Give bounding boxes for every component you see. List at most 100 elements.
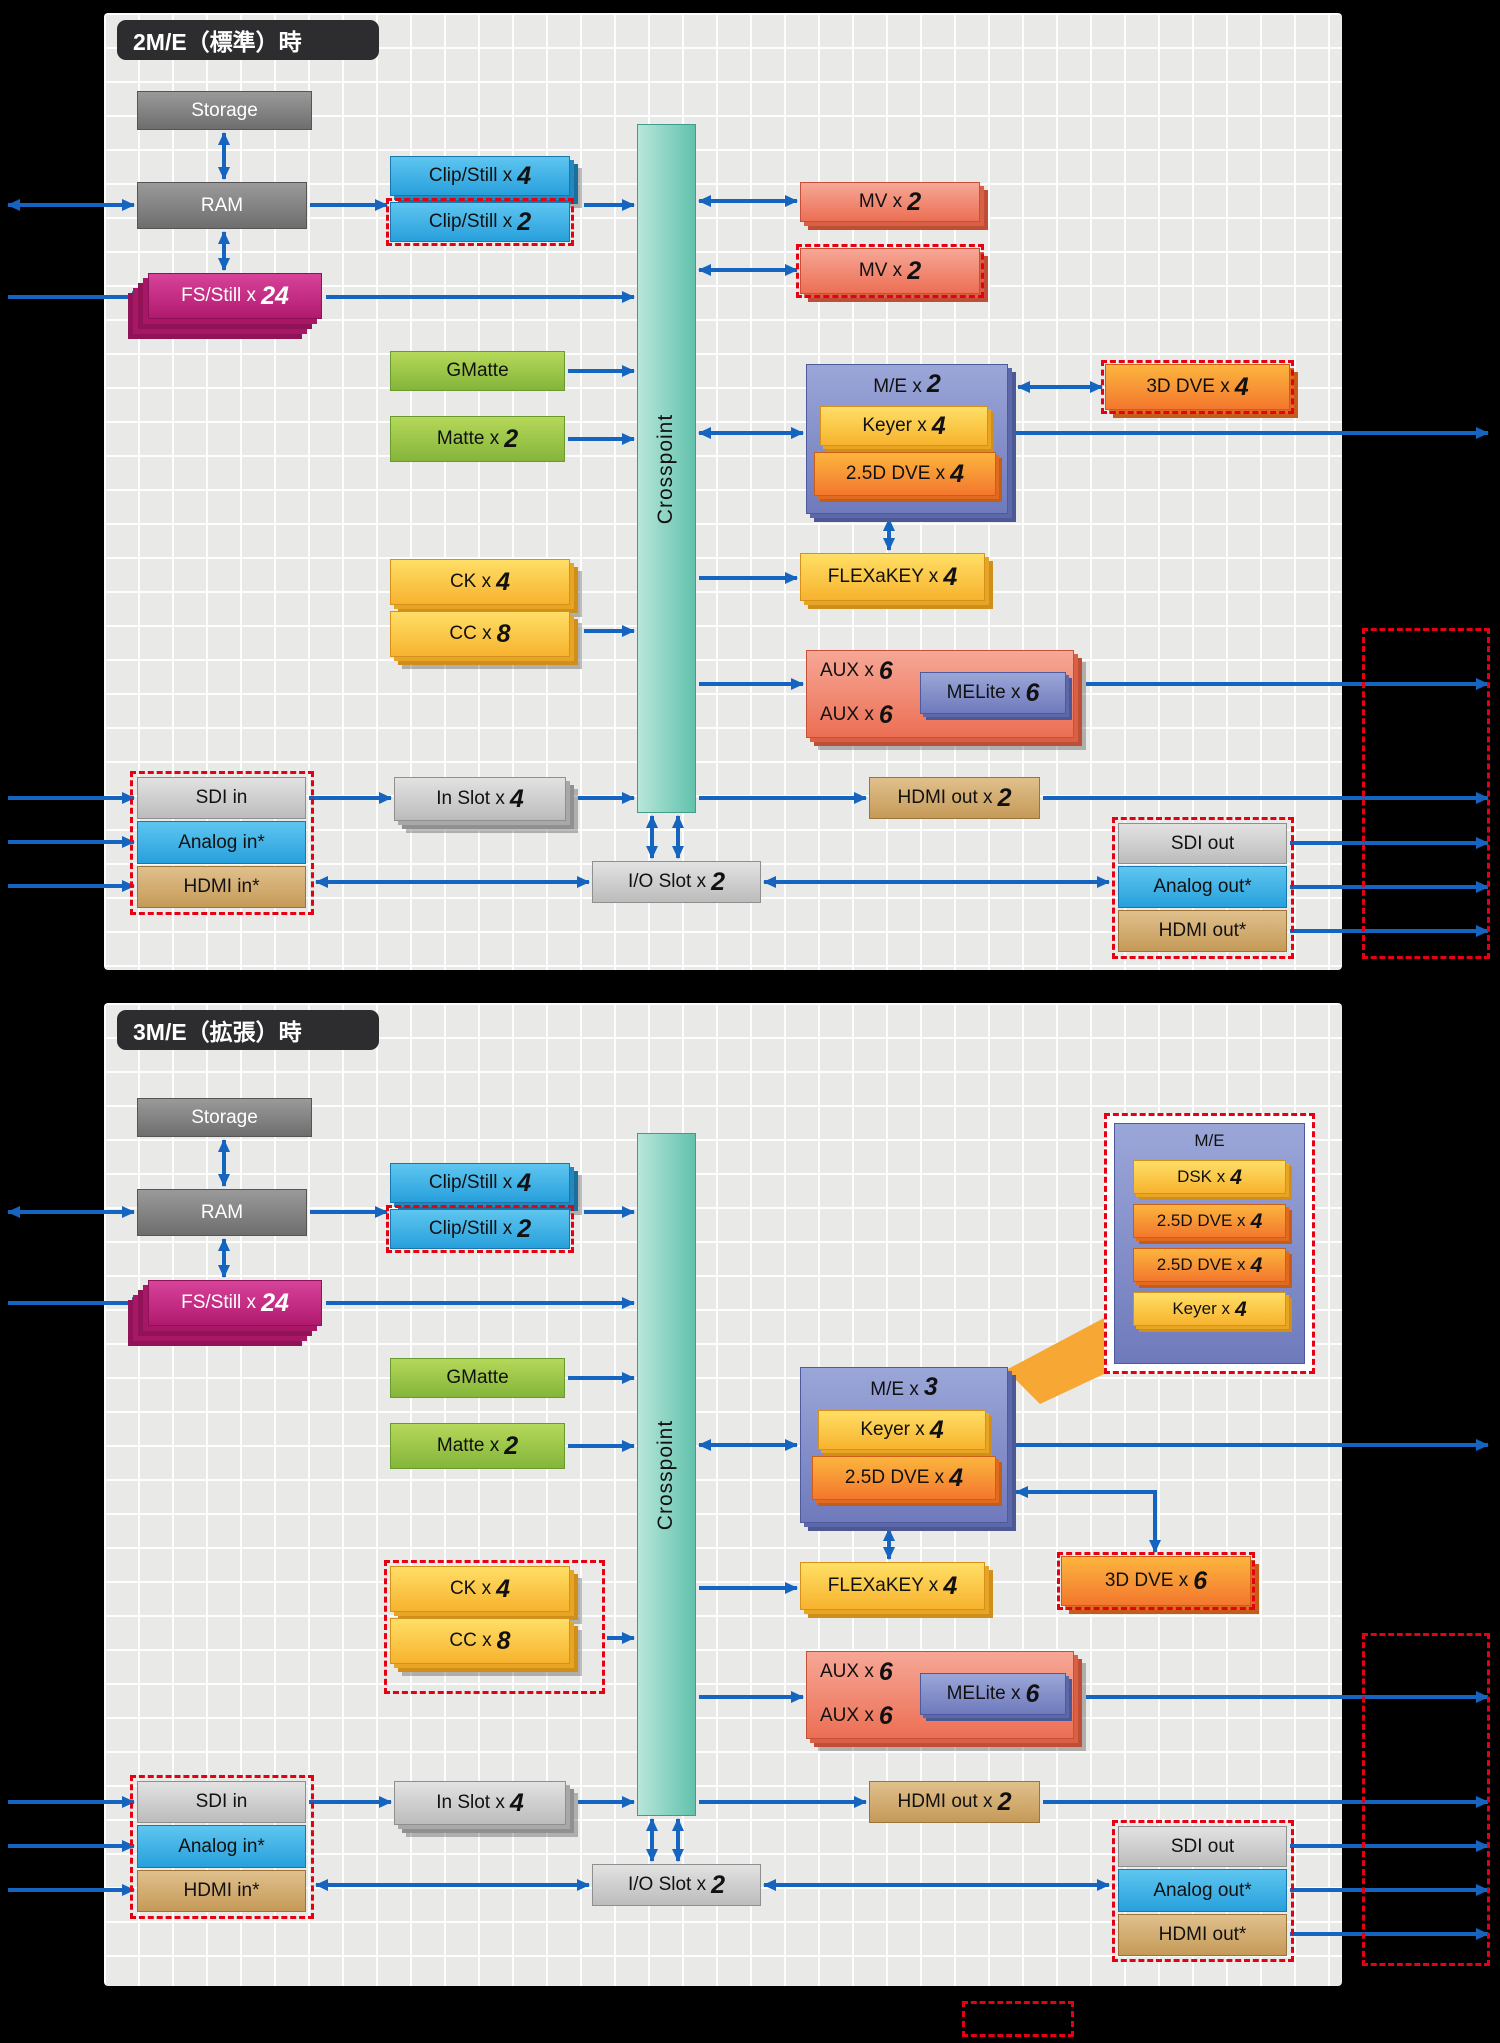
cc-x8-block-2-label: CC x (449, 1630, 492, 1651)
sdi-in-block-label: SDI in (195, 787, 248, 808)
hdmi-out-x2-block-2-count: 2 (997, 1787, 1012, 1816)
io-slot-x2-block-2-label: I/O Slot x (627, 1874, 707, 1895)
clip-still-x4-block-label: Clip/Still x (428, 165, 513, 186)
analog-in-block-2-label: Analog in* (178, 1835, 265, 1857)
ck-x4-block-2-label: CK x (449, 1578, 492, 1599)
fs-still-block-2-label: FS/Still x (181, 1292, 257, 1313)
aux-x6-bottom-label-2-label: AUX x (820, 1705, 874, 1726)
aux-x6-bottom-label-count: 6 (878, 700, 893, 729)
analog-in-block-label: Analog in* (178, 831, 265, 853)
keyer-x4-detail-count: 4 (1234, 1297, 1247, 1321)
aux-x6-top-label-label: AUX x (820, 660, 874, 681)
in-slot-x4-block-2-label: In Slot x (436, 1792, 505, 1813)
matte-x2-block-count: 2 (504, 424, 519, 453)
dve25-x4-block-label: 2.5D DVE x (845, 463, 946, 484)
io-slot-x2-block-count: 2 (711, 867, 726, 896)
melite-x6-block-count: 6 (1025, 678, 1040, 707)
dve25-x4-detail-a-label: 2.5D DVE x (1156, 1211, 1246, 1230)
clip-still-x2-block-count: 2 (517, 207, 532, 236)
sdi-in-block: SDI in (137, 777, 306, 819)
dve25-x4-detail-b-count: 4 (1250, 1253, 1263, 1277)
in-slot-x4-block-2-count: 4 (509, 1788, 524, 1817)
dve3d-x6-block-label: 3D DVE x (1104, 1570, 1189, 1591)
keyer-x4-detail-label: Keyer x (1172, 1299, 1230, 1318)
hdmi-out-x2-block-count: 2 (997, 783, 1012, 812)
dve25-x4-detail-b-label: 2.5D DVE x (1156, 1255, 1246, 1274)
ck-x4-block-2-count: 4 (496, 1574, 511, 1603)
hdmi-in-block: HDMI in* (137, 866, 306, 908)
optional-in-outline (130, 771, 314, 915)
mv-x2-option-block-label: MV x (858, 260, 903, 281)
fs-still-block-label: FS/Still x (181, 285, 257, 306)
optional-right-outline-2 (1362, 1633, 1490, 1966)
in-slot-x4-block-count: 4 (509, 784, 524, 813)
aux-x6-top-label-count: 6 (878, 656, 893, 685)
me-detail-panel-label: M/E (1194, 1131, 1225, 1150)
clip-still-x4-block-2-count: 4 (517, 1168, 532, 1197)
ram-block-label: RAM (200, 194, 244, 216)
cc-x8-block-count: 8 (496, 619, 511, 648)
cc-x8-block-2-count: 8 (496, 1626, 511, 1655)
mv-x2-block-count: 2 (907, 187, 922, 216)
fs-still-block-count: 24 (261, 281, 289, 310)
sdi-in-block-2-label: SDI in (195, 1791, 248, 1812)
crosspoint-block-2-label: Crosspoint (654, 1419, 678, 1530)
in-slot-x4-block-label: In Slot x (436, 788, 505, 809)
sdi-out-block-2: SDI out (1118, 1826, 1287, 1867)
storage-block-2-label: Storage (191, 1106, 258, 1128)
analog-in-block-2: Analog in* (137, 1825, 306, 1868)
me-x2-group-count: 2 (926, 370, 941, 398)
gmatte-block-2: GMatte (390, 1358, 565, 1398)
keyer-x4-block-2-label: Keyer x (860, 1419, 925, 1440)
keyer-x4-block-count: 4 (931, 411, 946, 440)
ram-block: RAM (137, 182, 307, 229)
analog-out-block: Analog out* (1118, 866, 1287, 908)
storage-block-2: Storage (137, 1098, 312, 1137)
clip-still-x2-block-2-count: 2 (517, 1214, 532, 1243)
analog-in-block: Analog in* (137, 821, 306, 864)
flexakey-x4-block-2-count: 4 (943, 1571, 958, 1600)
crosspoint-block-2: Crosspoint (637, 1133, 696, 1816)
me-detail-callout-funnel (1006, 1318, 1104, 1404)
ck-x4-block-label: CK x (449, 571, 492, 592)
aux-x6-bottom-label-label: AUX x (820, 704, 874, 725)
optional-out-outline (1112, 817, 1294, 959)
dve3d-x4-block-count: 4 (1234, 372, 1249, 401)
title-3me: 3M/E（拡張）時 (117, 1010, 379, 1050)
clip-still-x4-block-count: 4 (517, 161, 532, 190)
gmatte-block-label: GMatte (446, 360, 509, 381)
legend-option-box (962, 2001, 1074, 2037)
dve25-x4-block-count: 4 (950, 459, 965, 488)
aux-x6-bottom-label-2-count: 6 (878, 1701, 893, 1730)
hdmi-out-block-2-label: HDMI out* (1158, 1924, 1247, 1945)
flexakey-x4-block-label: FLEXaKEY x (827, 566, 939, 587)
sdi-out-block-label: SDI out (1170, 832, 1235, 854)
panel-2me (104, 13, 1342, 970)
hdmi-out-block: HDMI out* (1118, 910, 1287, 952)
optional-out-outline-2 (1112, 1820, 1294, 1962)
keyer-x4-block-label: Keyer x (862, 415, 927, 436)
title-2me-label: 2M/E（標準）時 (133, 29, 302, 55)
hdmi-out-block-2: HDMI out* (1118, 1914, 1287, 1956)
aux-x6-top-label-2-label: AUX x (820, 1661, 874, 1682)
